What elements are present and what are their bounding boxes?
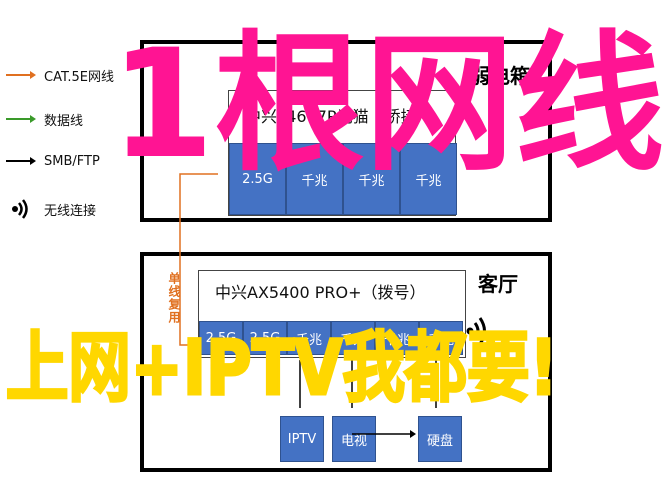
smb-arrowhead xyxy=(410,430,416,438)
optical-modem-label: 中兴F4607P光猫（桥接） xyxy=(245,107,433,126)
device-hdd: 硬盘 xyxy=(418,416,462,462)
black-arrow-icon xyxy=(6,157,36,165)
vlan-label: 单线复用 xyxy=(167,272,181,324)
wifi-icon xyxy=(12,199,28,219)
legend-label: 数据线 xyxy=(44,113,84,129)
port: 2.5G xyxy=(243,321,287,355)
main-router-ports: 2.5G 2.5G 千兆 千兆 千兆 千兆 xyxy=(199,321,463,355)
main-router: 中兴AX5400 PRO+（拨号） 2.5G 2.5G 千兆 千兆 千兆 千兆 xyxy=(198,270,466,358)
port: 千兆 xyxy=(331,321,375,355)
weak-current-box: 弱电箱 中兴F4607P光猫（桥接） 2.5G 千兆 千兆 千兆 xyxy=(140,40,552,222)
weak-box-title: 弱电箱 xyxy=(470,64,530,88)
legend-label: 无线连接 xyxy=(44,203,97,219)
legend-item-data-cable: 数据线 xyxy=(6,108,83,130)
legend-item-cat5e: CAT.5E网线 xyxy=(6,64,114,86)
legend-label: SMB/FTP xyxy=(44,153,100,169)
cat5e-cable xyxy=(179,173,218,346)
device-iptv: IPTV xyxy=(280,416,324,462)
port: 千兆 xyxy=(400,143,457,215)
port: 千兆 xyxy=(343,143,400,215)
device-tv: 电视 xyxy=(332,416,376,462)
legend-item-smb-ftp: SMB/FTP xyxy=(6,150,100,172)
green-arrow-icon xyxy=(6,115,36,123)
living-room-title: 客厅 xyxy=(478,272,518,296)
wifi-icon xyxy=(466,317,486,345)
port: 2.5G xyxy=(199,321,243,355)
optical-modem-ports: 2.5G 千兆 千兆 千兆 xyxy=(229,143,457,215)
main-router-label: 中兴AX5400 PRO+（拨号） xyxy=(215,283,426,302)
port: 千兆 xyxy=(375,321,419,355)
living-room-box: 客厅 中兴AX5400 PRO+（拨号） 2.5G 2.5G 千兆 千兆 千兆 … xyxy=(140,252,552,472)
headline: 1根网线 xyxy=(110,18,665,192)
port: 千兆 xyxy=(286,143,343,215)
port: 千兆 xyxy=(287,321,331,355)
legend-label: CAT.5E网线 xyxy=(44,69,114,85)
port: 2.5G xyxy=(229,143,286,215)
banner: 上网+IPTV我都要! xyxy=(5,323,559,412)
port: 千兆 xyxy=(419,321,463,355)
orange-arrow-icon xyxy=(6,71,36,79)
legend-item-wireless: 无线连接 xyxy=(6,198,96,220)
optical-modem: 中兴F4607P光猫（桥接） 2.5G 千兆 千兆 千兆 xyxy=(228,90,457,216)
cat5e-arrowhead xyxy=(194,341,200,349)
